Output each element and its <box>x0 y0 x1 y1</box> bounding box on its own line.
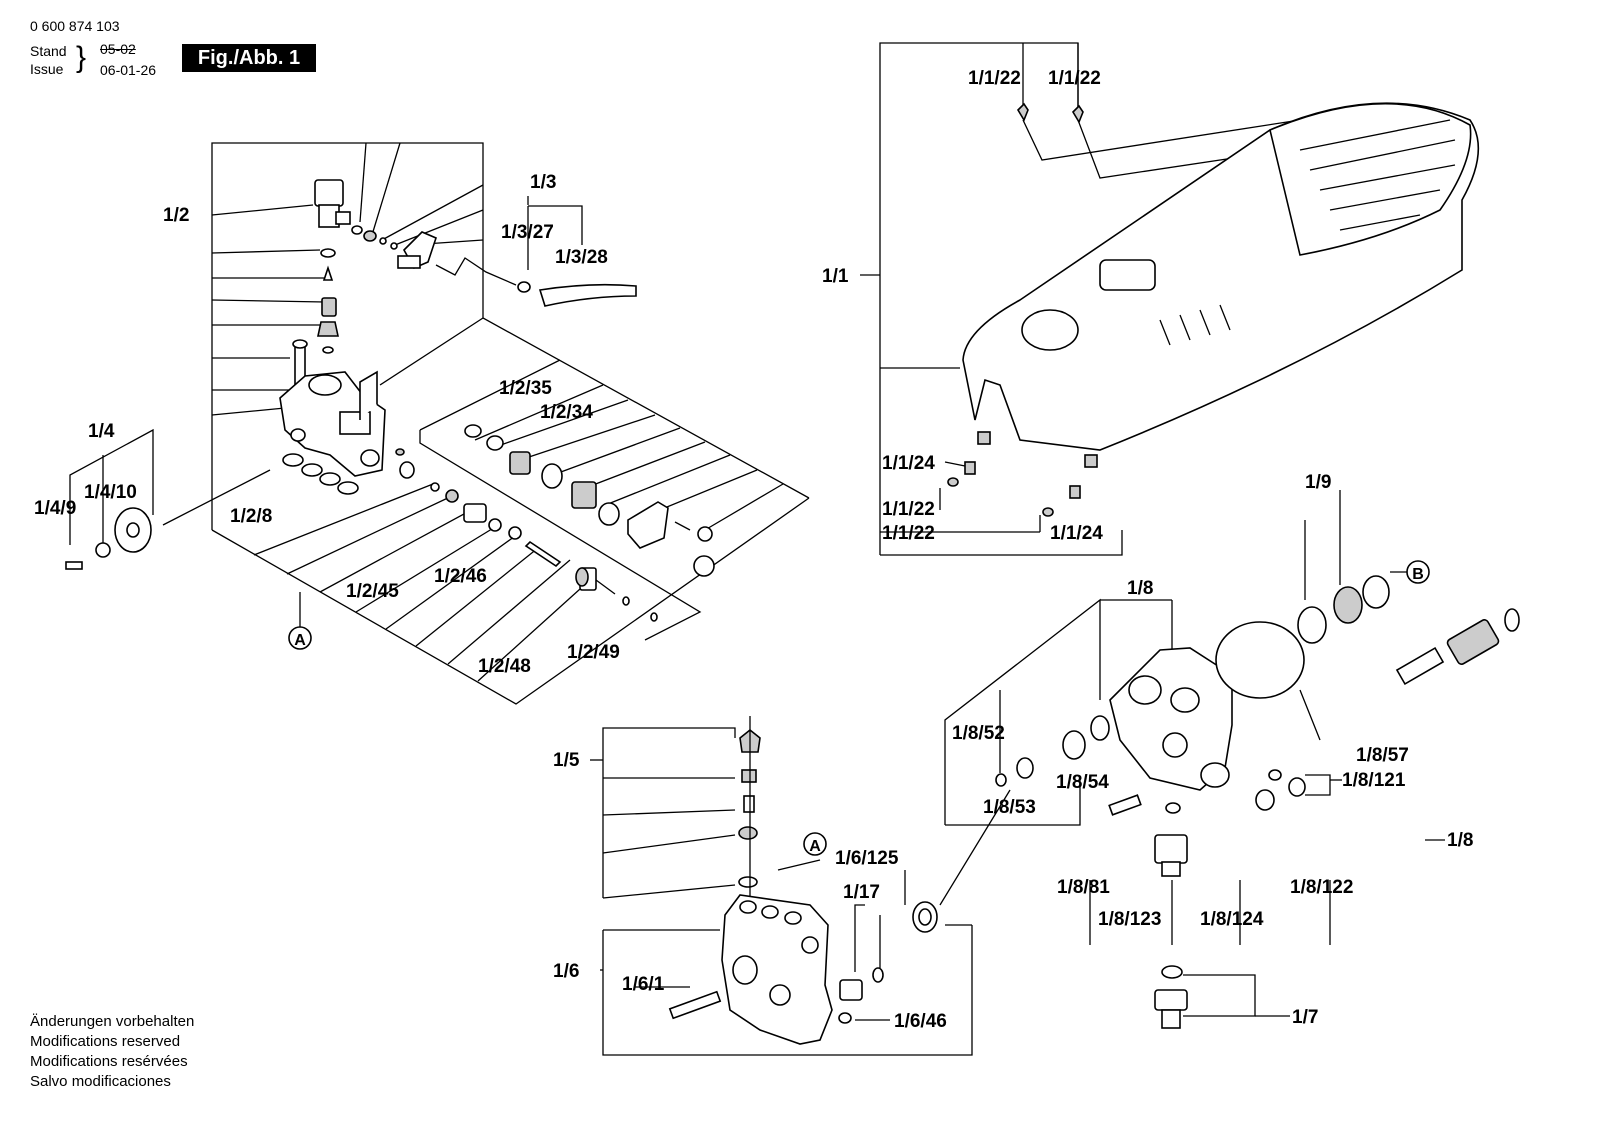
callout-1-8-122: 1/8/122 <box>1290 877 1353 898</box>
callout-1-8-53: 1/8/53 <box>983 797 1036 818</box>
callout-1-2-45: 1/2/45 <box>346 581 399 602</box>
group-1-2-frame <box>211 142 810 705</box>
callout-1-8-123: 1/8/123 <box>1098 909 1161 930</box>
callout-1-1: 1/1 <box>822 266 849 287</box>
stand-label: Stand <box>30 43 67 59</box>
note-english: Modifications reserved <box>30 1033 181 1050</box>
callout-1-1-22-top-left: 1/1/22 <box>968 68 1021 89</box>
group-1-1-cover <box>860 42 1480 556</box>
callout-1-1-22-top-right: 1/1/22 <box>1048 68 1101 89</box>
callout-1-8-top: 1/8 <box>1127 578 1153 599</box>
callout-1-2-8: 1/2/8 <box>230 506 272 527</box>
reference-mark-a-lower-label: A <box>809 838 821 855</box>
callout-1-3: 1/3 <box>530 172 556 193</box>
callout-1-1-24-left: 1/1/24 <box>882 453 935 474</box>
group-1-5-1-6-pump-body <box>590 716 1011 1056</box>
reference-mark-a-upper-label: A <box>294 632 306 649</box>
callout-1-1-24-right: 1/1/24 <box>1050 523 1103 544</box>
callout-1-8-54: 1/8/54 <box>1056 772 1109 793</box>
callout-1-2: 1/2 <box>163 205 189 226</box>
callout-1-6-1: 1/6/1 <box>622 974 665 995</box>
callout-1-7: 1/7 <box>1292 1007 1318 1028</box>
document-number: 0 600 874 103 <box>30 18 120 34</box>
callout-1-8-right: 1/8 <box>1447 830 1473 851</box>
callout-1-2-49: 1/2/49 <box>567 642 620 663</box>
callout-1-2-46: 1/2/46 <box>434 566 487 587</box>
callout-1-8-81: 1/8/81 <box>1057 877 1110 898</box>
callout-1-8-121: 1/8/121 <box>1342 770 1406 791</box>
issue-label: Issue <box>30 61 64 77</box>
exploded-parts-diagram: 1/2 1/3 1/3/27 1/3/28 1/4 1/4/10 1/4/9 1… <box>34 42 1520 1056</box>
callout-1-8-52: 1/8/52 <box>952 723 1005 744</box>
group-1-4-wheel <box>65 428 271 570</box>
callout-1-3-27: 1/3/27 <box>501 222 554 243</box>
callout-1-2-34: 1/2/34 <box>540 402 593 423</box>
callout-1-8-124: 1/8/124 <box>1200 909 1264 930</box>
note-german: Änderungen vorbehalten <box>30 1013 195 1030</box>
reference-mark-a-upper: A <box>288 626 312 650</box>
callout-1-8-57: 1/8/57 <box>1356 745 1409 766</box>
reference-mark-a-lower: A <box>803 832 827 856</box>
reference-mark-b: B <box>1406 560 1430 584</box>
callout-1-2-48: 1/2/48 <box>478 656 531 677</box>
callout-1-2-35: 1/2/35 <box>499 378 552 399</box>
brace-glyph: } <box>76 41 87 74</box>
valve-block-parts <box>279 179 715 622</box>
callout-1-4: 1/4 <box>88 421 115 442</box>
callout-1-1-22-bottom: 1/1/22 <box>882 523 935 544</box>
group-1-3-hose <box>435 196 637 307</box>
callout-1-1-22-lower: 1/1/22 <box>882 499 935 520</box>
callout-1-3-28: 1/3/28 <box>555 247 608 268</box>
issue-date: 06-01-26 <box>100 62 157 78</box>
figure-label: Fig./Abb. 1 <box>182 44 316 72</box>
callout-1-4-9: 1/4/9 <box>34 498 76 519</box>
reference-mark-b-label: B <box>1412 566 1424 583</box>
note-french: Modifications resérvées <box>30 1053 188 1070</box>
callout-1-4-10: 1/4/10 <box>84 482 137 503</box>
callout-1-6-46: 1/6/46 <box>894 1011 947 1032</box>
note-spanish: Salvo modificaciones <box>30 1073 171 1090</box>
callout-1-5: 1/5 <box>553 750 580 771</box>
callout-1-9: 1/9 <box>1305 472 1331 493</box>
group-1-8-pump-head <box>944 490 1520 1029</box>
callout-1-6: 1/6 <box>553 961 579 982</box>
callout-1-6-125: 1/6/125 <box>835 848 899 869</box>
modifications-notes: Änderungen vorbehalten Modifications res… <box>30 1012 194 1092</box>
callout-1-17: 1/17 <box>843 882 880 903</box>
stand-date: 05-02 <box>100 41 136 57</box>
callout-labels: 1/2 1/3 1/3/27 1/3/28 1/4 1/4/10 1/4/9 1… <box>34 68 1473 1032</box>
